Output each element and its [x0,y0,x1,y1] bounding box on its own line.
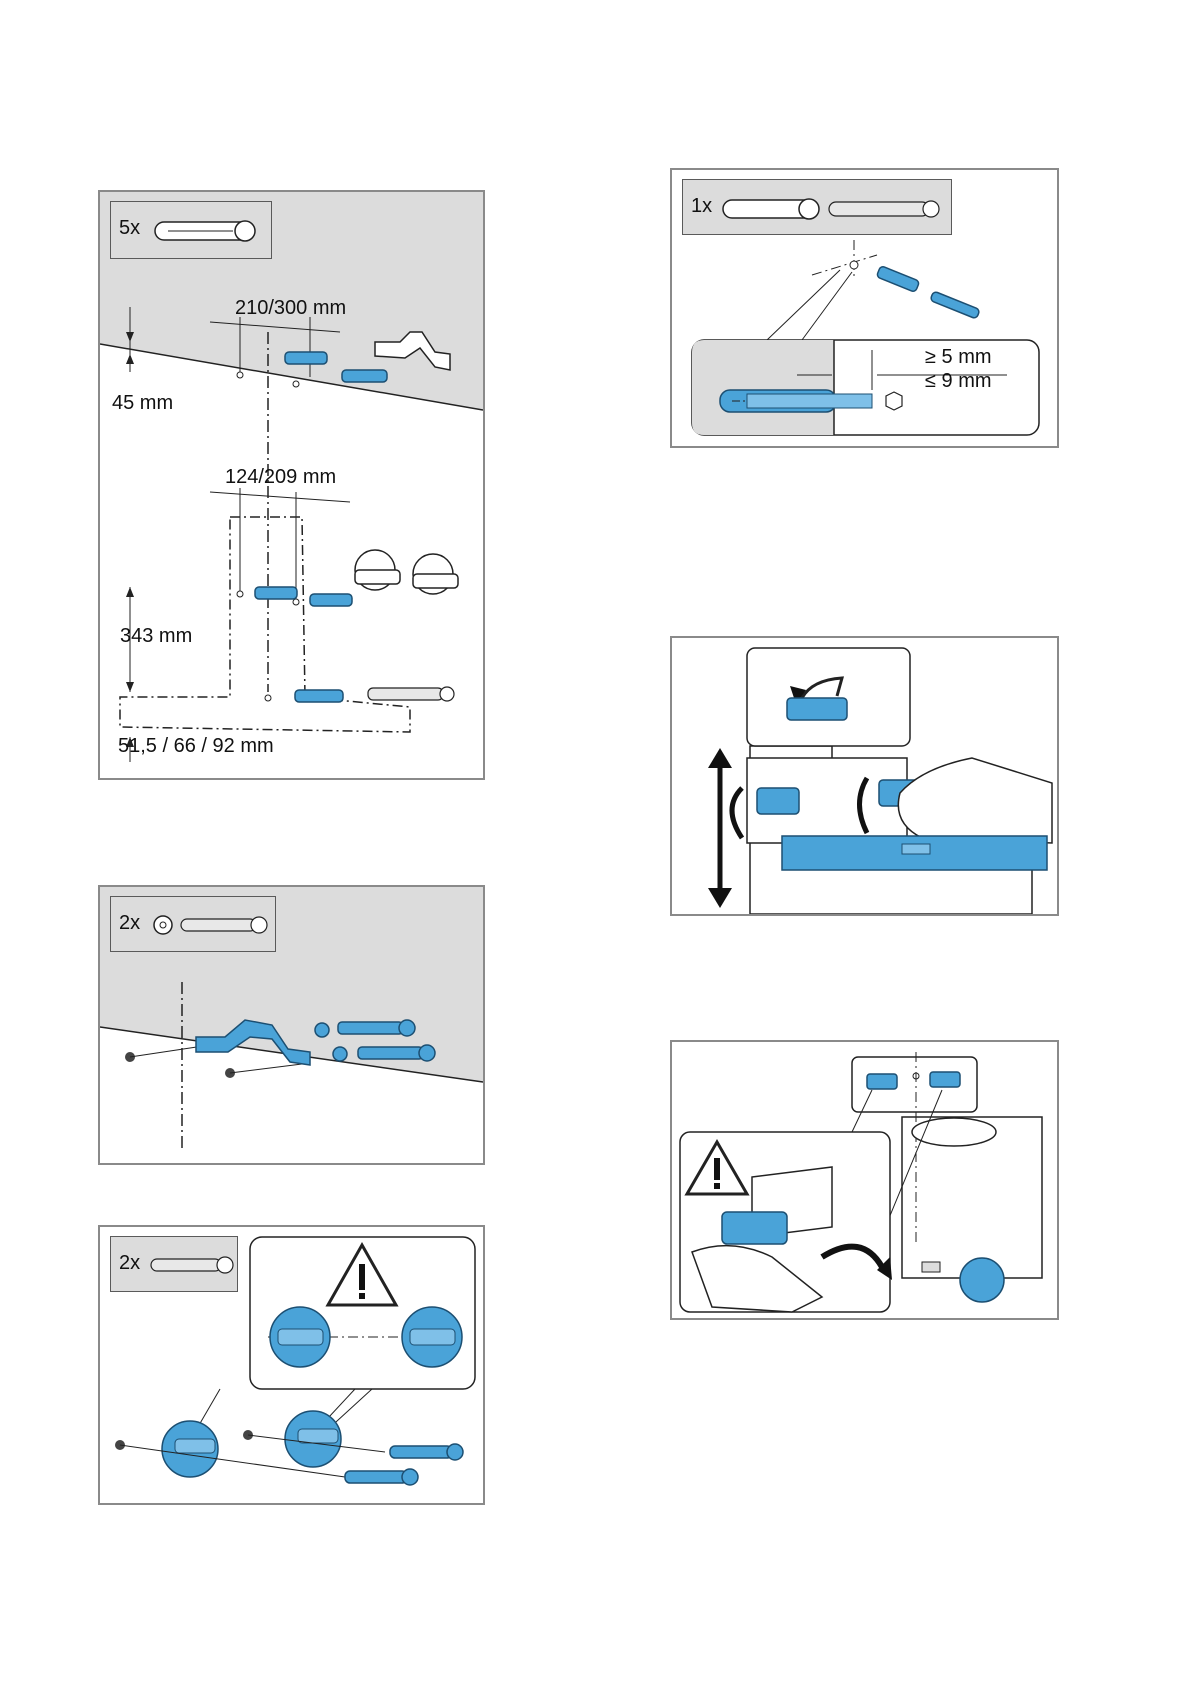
dowel-icon [153,210,263,250]
dimension-vertical-mid: 343 mm [120,625,192,648]
quantity-box: 1x [682,179,952,235]
quantity-box: 2x [110,896,276,952]
dimension-vertical-top: 45 mm [112,392,173,415]
dimension-max: ≤ 9 mm [925,370,992,393]
washer-screw-icon [153,905,273,945]
dimension-min: ≥ 5 mm [925,346,992,369]
tightening-illustration [672,1042,1057,1318]
anchor-screw-icon [721,188,946,228]
panel-anchor: 1x ≥ 5 mm ≤ 9 mm [670,168,1059,448]
quantity-box: 5x [110,201,272,259]
panel-leveling [670,636,1059,916]
screw-icon [149,1245,239,1285]
dimension-horizontal-top: 210/300 mm [235,297,346,320]
panel-dowel-positions: 5x 210/300 mm 45 mm 124/209 mm 343 mm 51… [98,190,485,780]
quantity-label: 5x [119,217,140,240]
quantity-label: 1x [691,195,712,218]
panel-mounts: 2x [98,1225,485,1505]
leveling-illustration [672,638,1057,914]
quantity-label: 2x [119,912,140,935]
panel-bracket: 2x [98,885,485,1165]
dimension-bottom: 51,5 / 66 / 92 mm [118,735,274,758]
dimension-horizontal-mid: 124/209 mm [225,466,336,489]
panel-tightening [670,1040,1059,1320]
quantity-box: 2x [110,1236,238,1292]
quantity-label: 2x [119,1252,140,1275]
